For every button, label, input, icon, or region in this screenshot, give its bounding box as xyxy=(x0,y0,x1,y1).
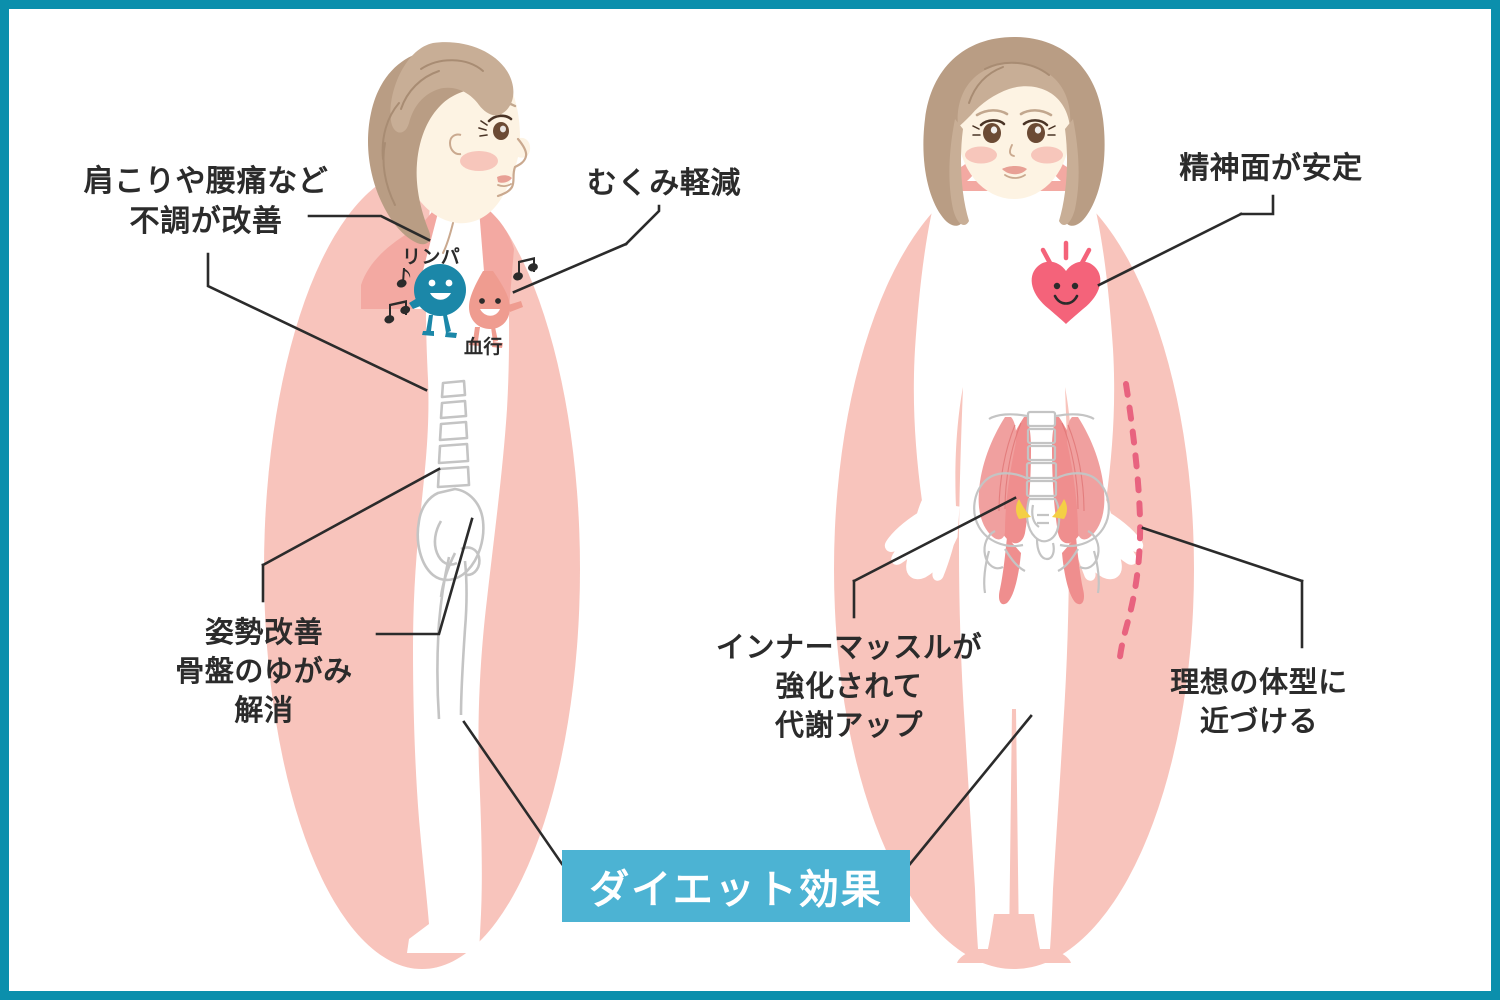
callout-posture: 姿勢改善 骨盤のゆがみ 解消 xyxy=(175,617,353,727)
ideal-body-line xyxy=(1117,381,1144,660)
inner-muscle-diagram xyxy=(973,410,1110,605)
callout-shoulder: 肩こりや腰痛など 不調が改善 xyxy=(83,165,329,239)
right-figure-head xyxy=(923,37,1105,226)
leader-line-posture-2 xyxy=(375,517,474,636)
callout-mukumi: むくみ軽減 xyxy=(586,167,742,200)
illustration-layer xyxy=(264,37,1194,969)
leader-line-shoulder xyxy=(307,214,431,242)
leader-line-inner xyxy=(852,496,1017,583)
lymph-label: リンパ xyxy=(402,247,461,268)
blood-character xyxy=(469,271,523,348)
leader-line-mukumi xyxy=(512,242,628,294)
happy-heart-icon xyxy=(1031,240,1101,324)
leader-line-shoulder-2 xyxy=(206,252,428,392)
left-figure-spine-pelvis xyxy=(416,379,485,720)
leader-line-mental-stub xyxy=(1239,194,1275,216)
diet-effect-banner: ダイエット効果 xyxy=(562,850,910,922)
leader-line-posture xyxy=(261,467,441,567)
lymph-character xyxy=(409,264,466,338)
leader-line-mukumi-stub xyxy=(624,204,661,246)
leader-lines-layer xyxy=(206,194,1304,866)
callout-ideal-body: 理想の体型に 近づける xyxy=(1170,667,1348,738)
leader-line-banner-left xyxy=(462,720,564,866)
callout-inner-muscle: インナーマッスルが 強化されて 代謝アップ xyxy=(715,632,983,742)
diet-effect-banner-label: ダイエット効果 xyxy=(589,868,883,912)
leader-line-banner-right xyxy=(908,714,1033,866)
callout-mental: 精神面が安定 xyxy=(1179,152,1363,185)
blood-label: 血行 xyxy=(464,337,503,358)
leader-line-ideal xyxy=(1141,526,1304,583)
music-notes xyxy=(384,257,538,324)
leader-line-mental xyxy=(1097,212,1243,287)
